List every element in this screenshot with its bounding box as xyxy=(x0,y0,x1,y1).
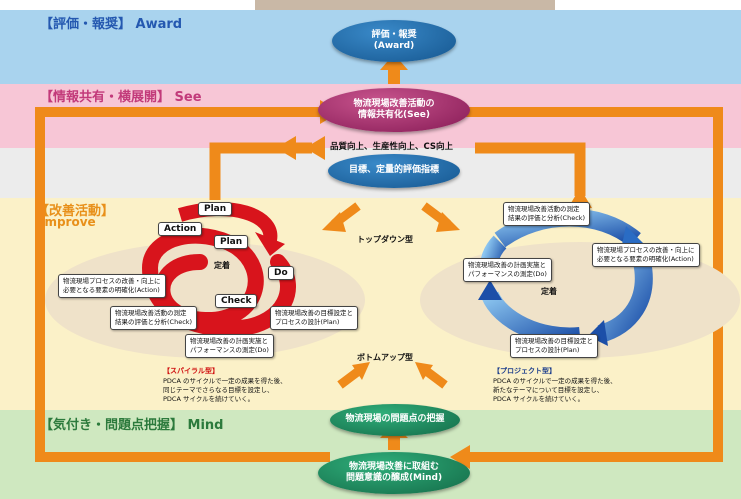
award-band-label: 【評価・報奨】 Award xyxy=(40,17,183,32)
project-action-box-line1: 物流現場プロセスの改善・向上に xyxy=(597,246,695,254)
spiral-action-box-line2: 必要となる要素の明確化(Action) xyxy=(63,285,160,294)
project-description: 【プロジェクト型】 PDCA のサイクルで一定の成果を得た後、 新たなテーマにつ… xyxy=(493,367,617,404)
see-oval-line2: 情報共有化(See) xyxy=(358,110,430,120)
spiral-center: 定着 xyxy=(214,261,230,270)
spiral-do: Do xyxy=(268,266,294,280)
red-spiral-top xyxy=(177,202,278,242)
project-description-title: 【プロジェクト型】 xyxy=(493,367,556,375)
bottomup-arrow-right xyxy=(422,366,448,389)
spiral-action-box-line1: 物流現場プロセスの改善・向上に xyxy=(63,277,161,285)
project-action-box: 物流現場プロセスの改善・向上に 必要となる要素の明確化(Action) xyxy=(592,243,700,267)
bottomup-arrow-left xyxy=(337,366,363,389)
mind-problem-oval: 物流現場の問題点の把握 xyxy=(330,404,460,436)
spiral-do-box-line1: 物流現場改善の計画実施と xyxy=(190,337,268,345)
outer-loop-arrowhead-right xyxy=(450,445,470,469)
spiral-action: Action xyxy=(158,222,203,236)
spiral-description-line2: 同じテーマでさらなる目標を設定し、 xyxy=(163,385,274,394)
project-plan-box-line1: 物流現場改善の目標設定と xyxy=(515,337,593,345)
improve-band-sublabel: Improve xyxy=(40,215,96,229)
spiral-check-box-line1: 物流現場改善活動の測定 xyxy=(115,309,187,317)
award-oval: 評価・報奨 (Award) xyxy=(332,20,456,62)
mind-oval-line2: 問題意識の醸成(Mind) xyxy=(345,473,443,483)
see-band-label: 【情報共有・横展開】 See xyxy=(40,90,202,105)
project-description-line2: 新たなテーマについて目標を設定し、 xyxy=(493,385,604,394)
project-plan-box-line2: プロセスの設計(Plan) xyxy=(515,345,580,354)
project-check-box-line1: 物流現場改善活動の測定 xyxy=(508,205,580,213)
spiral-do-box-line2: パフォーマンスの測定(Do) xyxy=(190,345,269,354)
project-action-box-line2: 必要となる要素の明確化(Action) xyxy=(597,254,694,263)
quality-text: 品質向上、生産性向上、CS向上 xyxy=(330,142,454,152)
arrow-see-to-award xyxy=(380,54,408,70)
award-oval-line1: 評価・報奨 xyxy=(371,29,417,40)
blue-arc-right xyxy=(597,260,653,343)
see-oval: 物流現場改善活動の 情報共有化(See) xyxy=(318,88,470,132)
mind-oval-line1: 物流現場改善に取組む xyxy=(348,461,439,472)
bottomup-label: ボトムアップ型 xyxy=(357,353,413,362)
project-description-line1: PDCA のサイクルで一定の成果を得た後、 xyxy=(493,376,617,385)
project-check-box-line2: 結果の評価と分析(Check) xyxy=(508,213,586,222)
spiral-check-box: 物流現場改善活動の測定 結果の評価と分析(Check) xyxy=(110,306,198,330)
see-oval-line1: 物流現場改善活動の xyxy=(353,98,435,109)
project-check-box: 物流現場改善活動の測定 結果の評価と分析(Check) xyxy=(503,202,591,226)
elbow-arrow-left xyxy=(209,142,312,200)
spiral-plan-top: Plan xyxy=(198,202,233,216)
mind-oval: 物流現場改善に取組む 問題意識の醸成(Mind) xyxy=(318,452,470,494)
spiral-do-box: 物流現場改善の計画実施と パフォーマンスの測定(Do) xyxy=(185,334,274,358)
spiral-description-line1: PDCA のサイクルで一定の成果を得た後、 xyxy=(163,376,287,385)
spiral-plan-box-line2: プロセスの設計(Plan) xyxy=(275,317,340,326)
project-do-box-line1: 物流現場改善の計画実施と xyxy=(468,261,546,269)
project-do-box: 物流現場改善の計画実施と パフォーマンスの測定(Do) xyxy=(463,258,552,282)
spiral-description: 【スパイラル型】 PDCA のサイクルで一定の成果を得た後、 同じテーマでさらな… xyxy=(163,367,287,404)
top-tab xyxy=(255,0,555,10)
outer-loop-arrow xyxy=(35,107,330,462)
improve-band-label: 【改善活動】 xyxy=(36,204,115,219)
goals-oval-line1: 目標、定量的評価指標 xyxy=(348,165,439,176)
elbow-arrowhead-left xyxy=(276,136,296,160)
spiral-action-box: 物流現場プロセスの改善・向上に 必要となる要素の明確化(Action) xyxy=(58,274,166,298)
mind-problem-oval-line1: 物流現場の問題点の把握 xyxy=(345,414,445,425)
spiral-plan-box-line1: 物流現場改善の目標設定と xyxy=(275,309,353,317)
spiral-plan-inner: Plan xyxy=(214,235,249,249)
mind-band-label: 【気付き・問題点把握】 Mind xyxy=(40,418,224,433)
spiral-plan-box: 物流現場改善の目標設定と プロセスの設計(Plan) xyxy=(270,306,358,330)
spiral-check-box-line2: 結果の評価と分析(Check) xyxy=(115,317,193,326)
spiral-description-line3: PDCA サイクルを続けていく。 xyxy=(163,394,255,403)
project-do-box-line2: パフォーマンスの測定(Do) xyxy=(468,269,547,278)
elbow-arrow-right xyxy=(475,142,586,196)
spiral-check: Check xyxy=(215,294,258,308)
project-center: 定着 xyxy=(541,287,557,296)
award-oval-line2: (Award) xyxy=(373,41,415,51)
goals-oval: 目標、定量的評価指標 xyxy=(328,154,460,188)
project-plan-box: 物流現場改善の目標設定と プロセスの設計(Plan) xyxy=(510,334,598,358)
spiral-description-title: 【スパイラル型】 xyxy=(163,367,219,375)
project-description-line3: PDCA サイクルを続けていく。 xyxy=(493,394,585,403)
topdown-label: トップダウン型 xyxy=(357,235,413,244)
